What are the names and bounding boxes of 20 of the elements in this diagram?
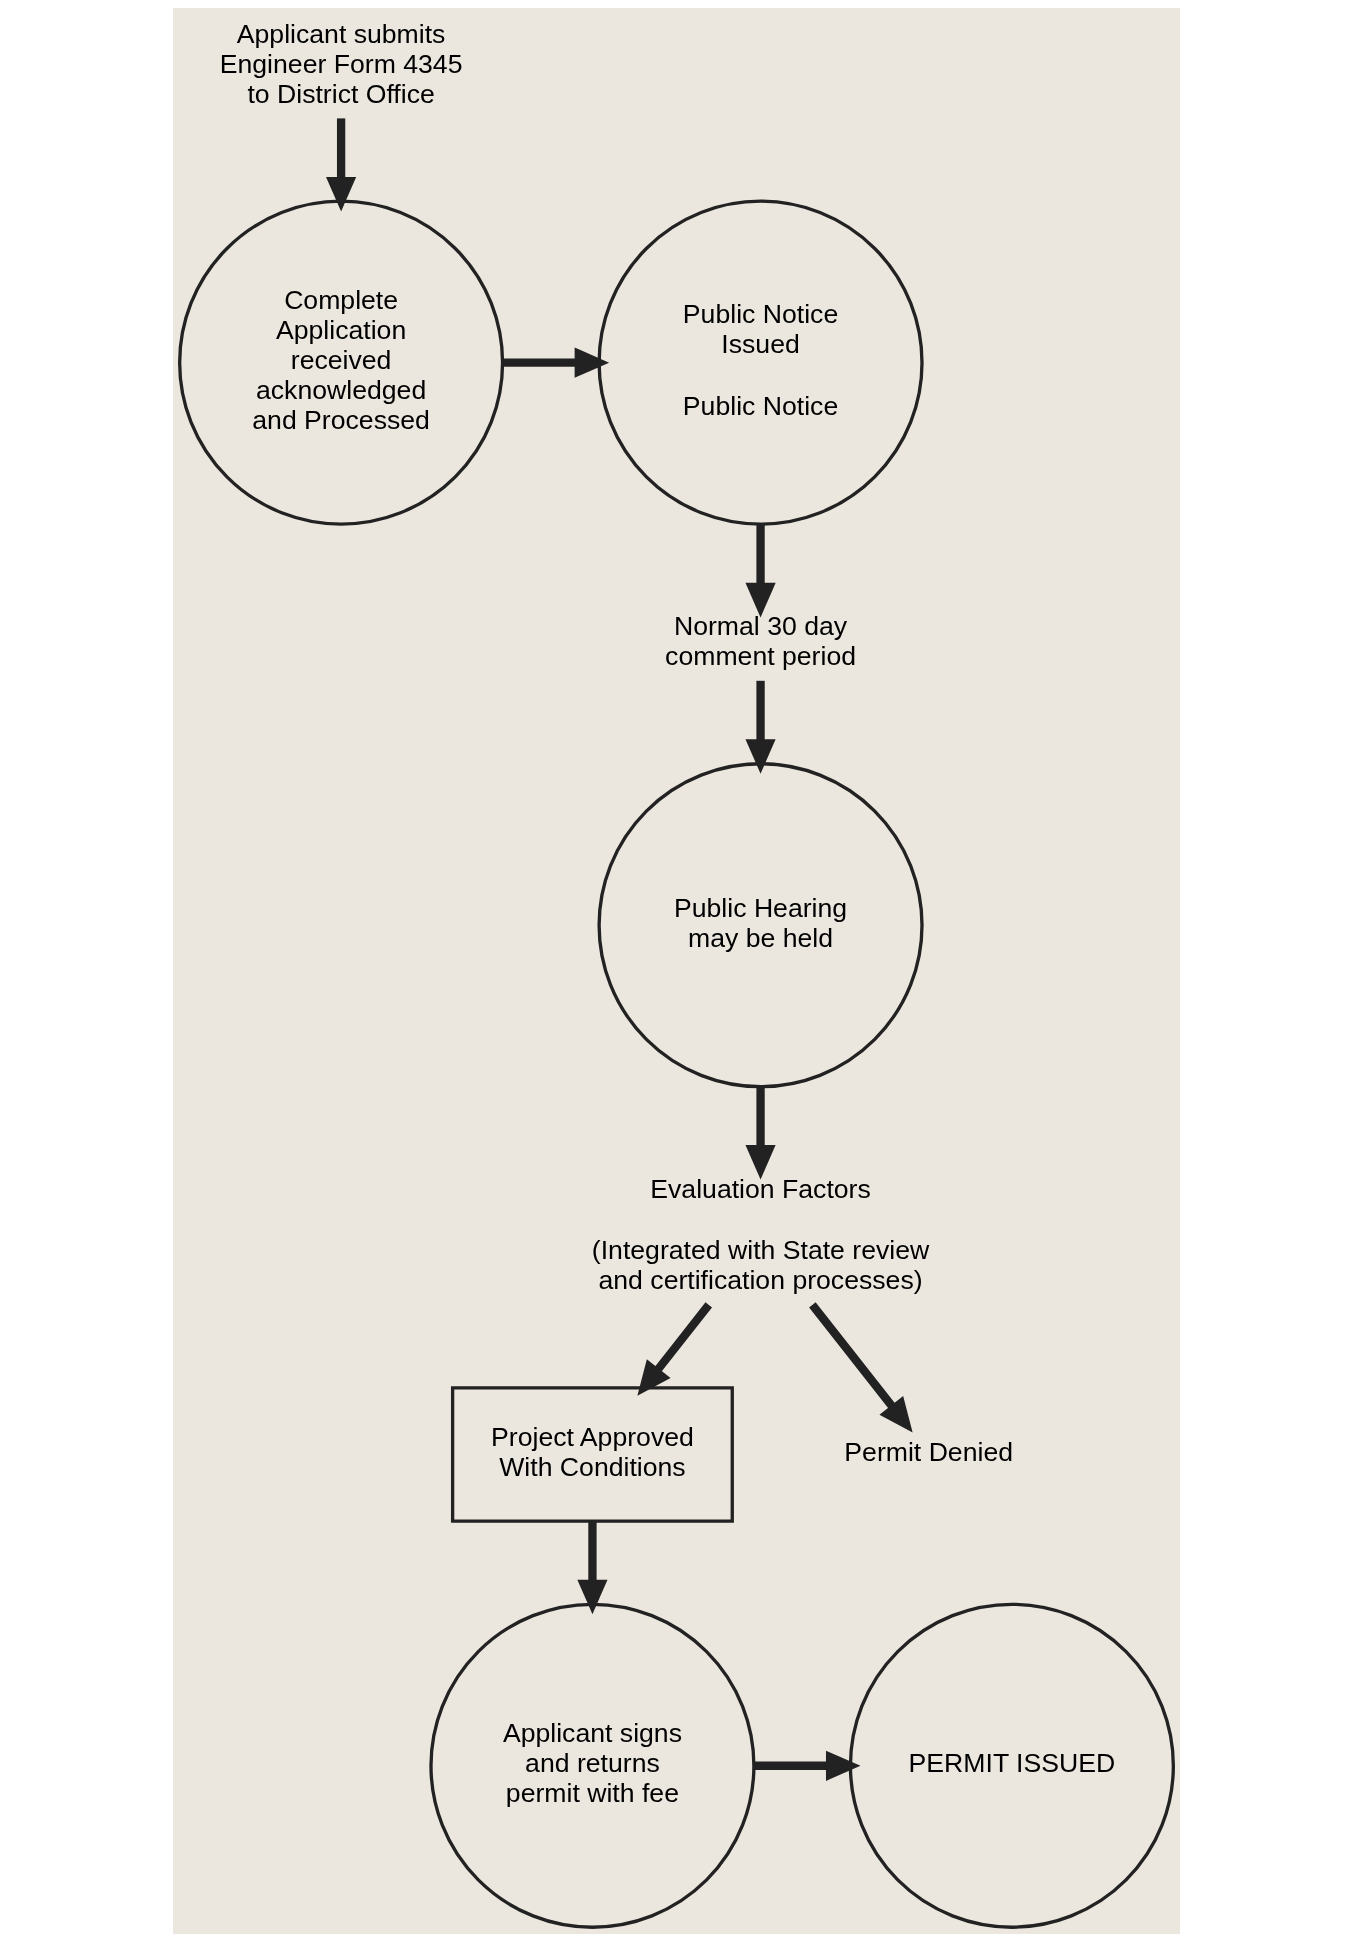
node-circle: Complete Application received acknowledged and Processed — [177, 199, 504, 526]
node-text: Applicant submits Engineer Form 4345 to District Office — [219, 18, 462, 109]
node-text: Evaluation Factors — [649, 1173, 871, 1204]
node-text: Permit Denied — [843, 1436, 1013, 1467]
arrow — [744, 524, 776, 618]
node-box: Project Approved With Conditions — [450, 1386, 734, 1523]
node-circle: PERMIT ISSUED — [848, 1602, 1175, 1929]
arrow — [636, 1302, 712, 1396]
node-label: (Integrated with State review and certification processes) — [591, 1235, 929, 1296]
arrow — [576, 1521, 608, 1615]
arrow — [754, 1750, 860, 1781]
node-circle: Public Hearing may be held — [596, 762, 924, 1089]
node-circle: Public Notice Issued Public Notice — [596, 199, 924, 526]
arrow — [744, 1086, 776, 1180]
arrow — [744, 680, 776, 774]
node-text: Normal 30 day comment period — [664, 611, 856, 672]
arrow — [808, 1302, 913, 1433]
node-circle: Applicant signs and returns permit with fee — [428, 1602, 756, 1929]
arrow — [502, 347, 609, 378]
arrow — [325, 118, 356, 212]
